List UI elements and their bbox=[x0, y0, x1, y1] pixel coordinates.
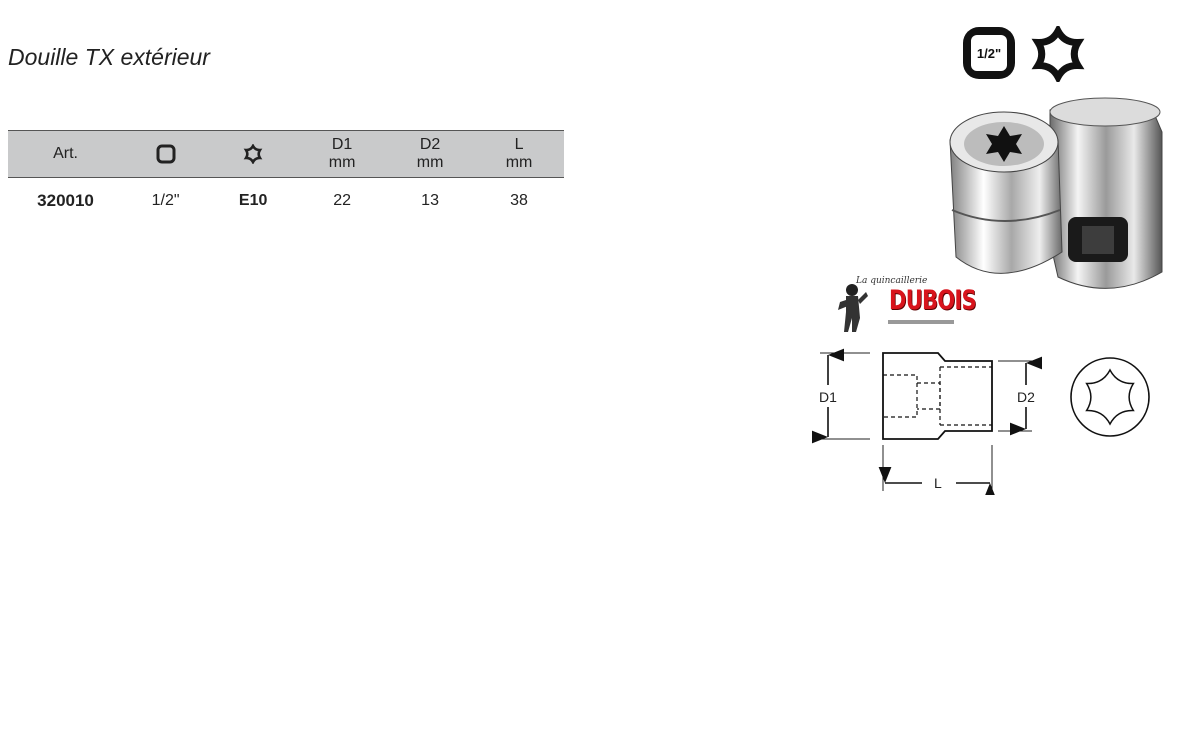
dim-l-label: L bbox=[934, 475, 942, 491]
socket-photo bbox=[949, 97, 1163, 289]
logo-tagline: La quincaillerie bbox=[856, 276, 928, 286]
cell-drive: 1/2" bbox=[151, 192, 180, 209]
cell-d2: 13 bbox=[421, 192, 439, 209]
cell-d1: 22 bbox=[333, 192, 351, 209]
header-torx bbox=[208, 130, 299, 178]
drive-size-label: 1/2" bbox=[977, 46, 1001, 61]
torx-star-icon bbox=[1031, 26, 1085, 82]
header-drive bbox=[123, 130, 209, 178]
page-title: Douille TX extérieur bbox=[8, 44, 210, 70]
torx-star-icon bbox=[243, 144, 263, 164]
cell-l: 38 bbox=[510, 192, 528, 209]
table-row: 320010 1/2" E10 22 13 38 bbox=[8, 178, 564, 225]
logo-brand: DUBOIS bbox=[889, 285, 977, 316]
dim-d1-label: D1 bbox=[819, 389, 837, 405]
technical-drawing: D1 D2 L bbox=[812, 348, 1150, 495]
cell-tx: E10 bbox=[238, 192, 268, 209]
header-art: Art. bbox=[8, 130, 124, 178]
dim-d2-label: D2 bbox=[1017, 389, 1035, 405]
square-drive-icon bbox=[156, 144, 176, 164]
drive-size-badge: 1/2" bbox=[963, 27, 1015, 79]
cell-art: 320010 bbox=[37, 191, 94, 210]
dubois-logo bbox=[838, 284, 954, 332]
